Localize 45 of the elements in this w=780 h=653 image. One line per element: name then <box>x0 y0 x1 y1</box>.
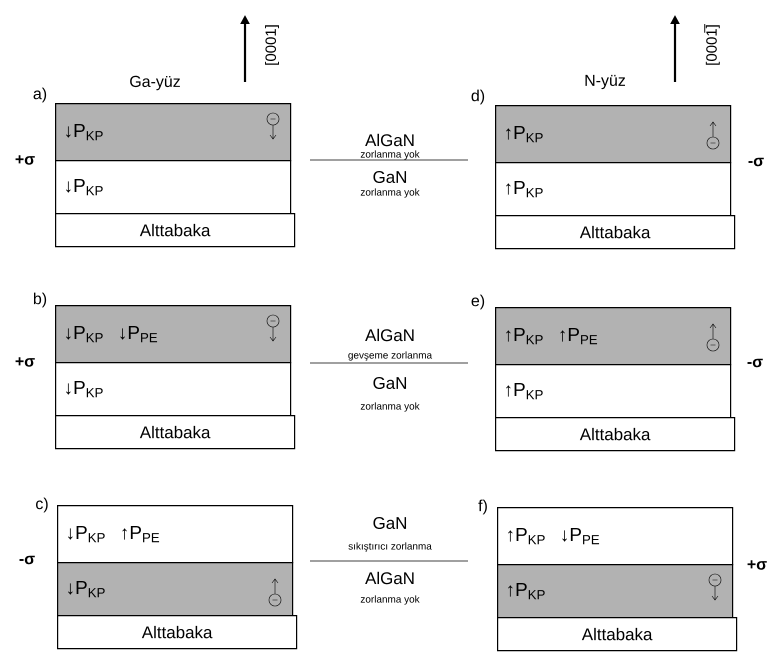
layer-box: ↑P$_{KP}$ ↑P$_{PE}$ <box>495 307 732 366</box>
layer-label: AlGaN <box>365 572 414 584</box>
layer-box: ↓P$_{KP}$ ↓P$_{PE}$ <box>55 305 292 364</box>
layer-label: GaN <box>373 517 406 529</box>
axis-label: [0001] <box>265 25 279 65</box>
layer-label: GaN <box>373 171 406 183</box>
layer-label: GaN <box>373 377 406 389</box>
layer-label: zorlanma yok <box>360 150 420 160</box>
charge-label: -σ <box>748 158 764 166</box>
panel-label: d) <box>472 90 484 104</box>
panel-label: a) <box>34 88 46 102</box>
layer-box: ↓P$_{KP}$ <box>55 160 292 214</box>
layer-box: Alttabaka <box>497 617 738 652</box>
layer-label: sıkıştırıcı zorlanma <box>348 542 432 552</box>
layer-box: ↓P$_{KP}$ <box>57 562 294 616</box>
layer-box: Alttabaka <box>495 215 736 250</box>
layer-label: zorlanma yok <box>360 188 420 198</box>
panel-label: c) <box>36 498 48 512</box>
layer-label: N-yüz <box>586 74 626 90</box>
panel-label: e) <box>472 294 484 310</box>
layer-box: Alttabaka <box>495 417 736 452</box>
layer-box: ↑P$_{KP}$ <box>497 564 734 618</box>
layer-label: gevşeme zorlanma <box>348 351 432 361</box>
layer-box: ↑P$_{KP}$ <box>495 162 732 216</box>
layer-box: ↑P$_{KP}$ <box>495 105 732 164</box>
layer-box: Alttabaka <box>57 615 298 650</box>
panel-label: b) <box>34 292 46 308</box>
charge-label: +σ <box>748 560 767 570</box>
layer-box: Alttabaka <box>55 213 296 248</box>
panel-label: f) <box>478 500 487 514</box>
layer-box: ↑P$_{KP}$ ↓P$_{PE}$ <box>497 507 734 566</box>
charge-label: -σ <box>20 556 35 564</box>
layer-label: AlGaN <box>365 328 414 342</box>
axis-label: [0001̅] <box>704 24 720 65</box>
layer-label: zorlanma yok <box>360 402 420 412</box>
layer-box: ↑P$_{KP}$ <box>495 364 732 418</box>
charge-label: +σ <box>16 357 35 367</box>
charge-label: +σ <box>16 155 35 165</box>
layer-label: AlGaN <box>365 134 414 146</box>
charge-label: -σ <box>748 358 763 368</box>
layer-label: zorlanma yok <box>360 595 420 605</box>
layer-box: ↓P$_{KP}$ ↑P$_{PE}$ <box>57 505 294 564</box>
layer-box: ↓P$_{KP}$ <box>55 362 292 416</box>
layer-box: Alttabaka <box>55 415 296 450</box>
layer-box: ↓P$_{KP}$ <box>55 103 292 162</box>
